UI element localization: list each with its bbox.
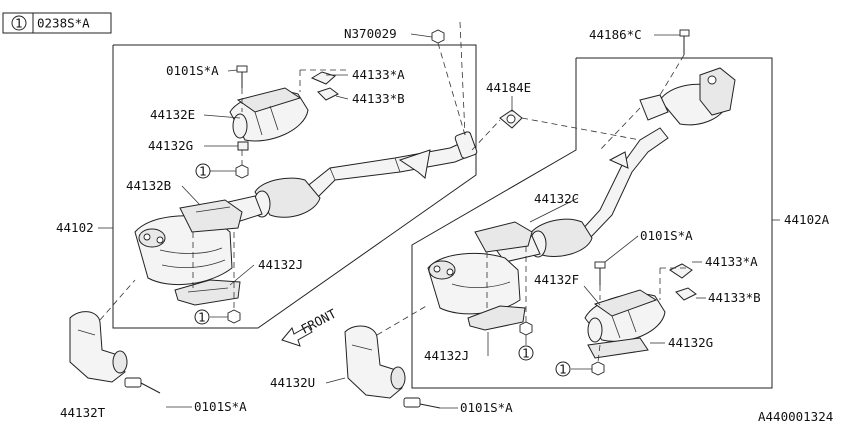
callout-0101s-bottom-mid: 0101S*A: [460, 400, 513, 415]
callout-44132c: 44132C: [534, 191, 579, 206]
callout-n370029: N370029: [344, 26, 397, 41]
circle-mark-label: 1: [522, 346, 530, 361]
callout-0101s-bottom-left: 0101S*A: [194, 399, 247, 414]
leader-lines: [98, 33, 780, 409]
callout-44132e: 44132E: [150, 107, 195, 122]
callout-44132j-left: 44132J: [258, 257, 303, 272]
callout-44133b-left: 44133*B: [352, 91, 405, 106]
nut-n370029: [431, 29, 445, 44]
nut-right-bottom: [591, 361, 605, 376]
callout-44132b: 44132B: [126, 178, 171, 193]
left-front-exhaust-pipe: [214, 131, 478, 226]
callout-44133a-right: 44133*A: [705, 254, 758, 269]
reference-box: 1 0238S*A: [2, 12, 112, 34]
front-direction-arrow: FRONT: [281, 306, 339, 347]
front-label: FRONT: [298, 306, 339, 337]
circle-mark-label: 1: [559, 362, 567, 377]
ref-box-code: 0238S*A: [37, 16, 90, 31]
left-top-bolt: [236, 65, 248, 88]
right-brackets: [669, 263, 697, 301]
circle-mark-label: 1: [198, 310, 206, 325]
nut-left-bottom: [227, 309, 241, 324]
left-brackets: [310, 71, 339, 101]
callout-44132f: 44132F: [534, 272, 579, 287]
callout-0101s-right: 0101S*A: [640, 228, 693, 243]
callout-44132j-right: 44132J: [424, 348, 469, 363]
callout-44102a: 44102A: [784, 212, 830, 227]
callout-44102: 44102: [56, 220, 94, 235]
callout-labels: N370029 0101S*A 44133*A 44133*B 44132E 4…: [56, 26, 830, 420]
nut-left-mid: [235, 164, 249, 179]
callout-0101s-top-left: 0101S*A: [166, 63, 219, 78]
right-u-cover: [344, 325, 441, 409]
ref-box-number: 1: [15, 16, 23, 31]
right-front-exhaust-pipe: [491, 127, 669, 263]
right-top-converter: [639, 29, 736, 126]
dashed-reference-lines: [99, 21, 690, 363]
callout-44186c: 44186*C: [589, 27, 642, 42]
callout-44133b-right: 44133*B: [708, 290, 761, 305]
diagram-id: A440001324: [758, 409, 833, 424]
left-exhaust-manifold: [134, 199, 243, 306]
right-mid-bolt: [594, 261, 606, 285]
right-assembly-boundary: [411, 57, 773, 389]
callout-44132g-right: 44132G: [668, 335, 713, 350]
circle-mark-label: 1: [199, 164, 207, 179]
callout-44133a-left: 44133*A: [352, 67, 405, 82]
right-exhaust-manifold: [427, 221, 533, 331]
left-catalytic-converter: [229, 87, 309, 151]
callout-44132g-left: 44132G: [148, 138, 193, 153]
nut-right-mid: [519, 321, 533, 336]
right-catalytic-converter: [584, 289, 666, 359]
callout-44184e: 44184E: [486, 80, 531, 95]
left-t-cover: [69, 311, 161, 394]
callout-44132u: 44132U: [270, 375, 315, 390]
left-assembly-boundary: [112, 44, 477, 329]
callout-44132t: 44132T: [60, 405, 106, 420]
gasket-44184e: [499, 109, 523, 129]
circle-marks: 1 1 1 1: [194, 163, 571, 377]
